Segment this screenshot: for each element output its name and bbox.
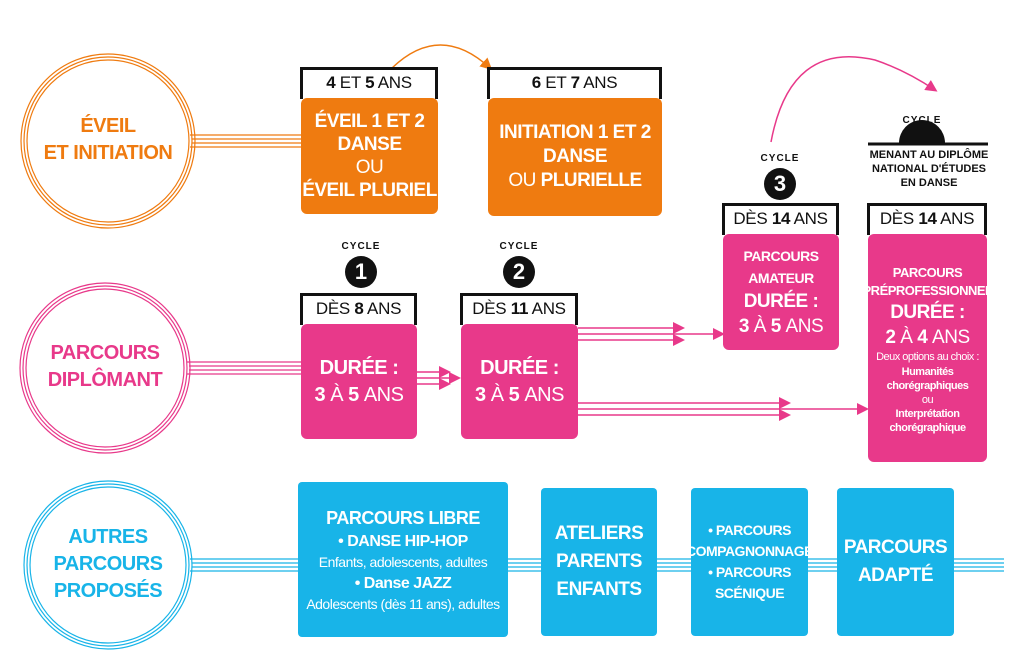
eveil-box: ÉVEIL 1 ET 2 DANSE OU ÉVEIL PLURIEL bbox=[301, 98, 438, 214]
cycle-word: CYCLE bbox=[760, 153, 800, 164]
eveil-circle bbox=[20, 53, 196, 229]
dnsd-heading: MENANT AU DIPLÔME NATIONAL D'ÉTUDES EN D… bbox=[869, 149, 989, 189]
arrow-c2-c3 bbox=[578, 322, 725, 346]
age-tab-dnsd: DÈS 14 ANS bbox=[867, 203, 987, 235]
age-tab-initiation: 6 ET 7 ANS bbox=[487, 67, 662, 99]
dnsd-cycle-disc bbox=[899, 120, 945, 143]
diplomant-connector bbox=[187, 361, 302, 375]
cycle-number: 1 bbox=[345, 256, 377, 288]
dnsd-cycle-word: CYCLE bbox=[902, 115, 942, 126]
eveil-arrow bbox=[391, 44, 493, 71]
cycle-number: 3 bbox=[764, 168, 796, 200]
age-tab-cycle2: DÈS 11 ANS bbox=[460, 293, 578, 325]
cycle-3-badge: CYCLE 3 bbox=[758, 152, 802, 204]
diplomant-circle bbox=[19, 282, 191, 454]
eveil-connector bbox=[190, 134, 302, 148]
age-tab-eveil: 4 ET 5 ANS bbox=[300, 67, 438, 99]
cycle-2-badge: CYCLE 2 bbox=[497, 240, 541, 292]
parcours-libre-box: PARCOURS LIBRE • DANSE HIP-HOP Enfants, … bbox=[298, 482, 508, 637]
autres-circle bbox=[23, 480, 193, 650]
age-tab-cycle1: DÈS 8 ANS bbox=[300, 293, 417, 325]
cycle-3-box: PARCOURS AMATEUR DURÉE : 3 À 5 ANS bbox=[723, 234, 839, 350]
cycle-2-box: DURÉE : 3 À 5 ANS bbox=[461, 324, 578, 439]
adapte-box: PARCOURS ADAPTÉ bbox=[837, 488, 954, 636]
diplomant-label: PARCOURS DIPLÔMANT bbox=[47, 342, 163, 391]
compagnonnage-box: • PARCOURS COMPAGNONNAGE • PARCOURS SCÉN… bbox=[686, 488, 814, 636]
arrow-c1-c2 bbox=[416, 366, 461, 390]
initiation-box: INITIATION 1 ET 2 DANSE OU PLURIELLE bbox=[488, 98, 662, 216]
cycle-word: CYCLE bbox=[341, 241, 381, 252]
cycle-number: 2 bbox=[503, 256, 535, 288]
ateliers-box: ATELIERS PARENTS ENFANTS bbox=[541, 488, 657, 636]
dnsd-box: PARCOURS PRÉPROFESSIONNEL DURÉE : 2 À 4 … bbox=[863, 234, 993, 462]
autres-label: AUTRES PARCOURS PROPOSÉS bbox=[53, 526, 163, 602]
age-tab-cycle3: DÈS 14 ANS bbox=[722, 203, 839, 235]
cycle-1-box: DURÉE : 3 À 5 ANS bbox=[301, 324, 417, 439]
cycle-word: CYCLE bbox=[499, 241, 539, 252]
cycle-1-badge: CYCLE 1 bbox=[339, 240, 383, 292]
arrow-c3-dnsd bbox=[770, 56, 938, 143]
eveil-label: ÉVEIL ET INITIATION bbox=[43, 115, 173, 164]
arrow-c2-dnsd bbox=[578, 397, 869, 421]
